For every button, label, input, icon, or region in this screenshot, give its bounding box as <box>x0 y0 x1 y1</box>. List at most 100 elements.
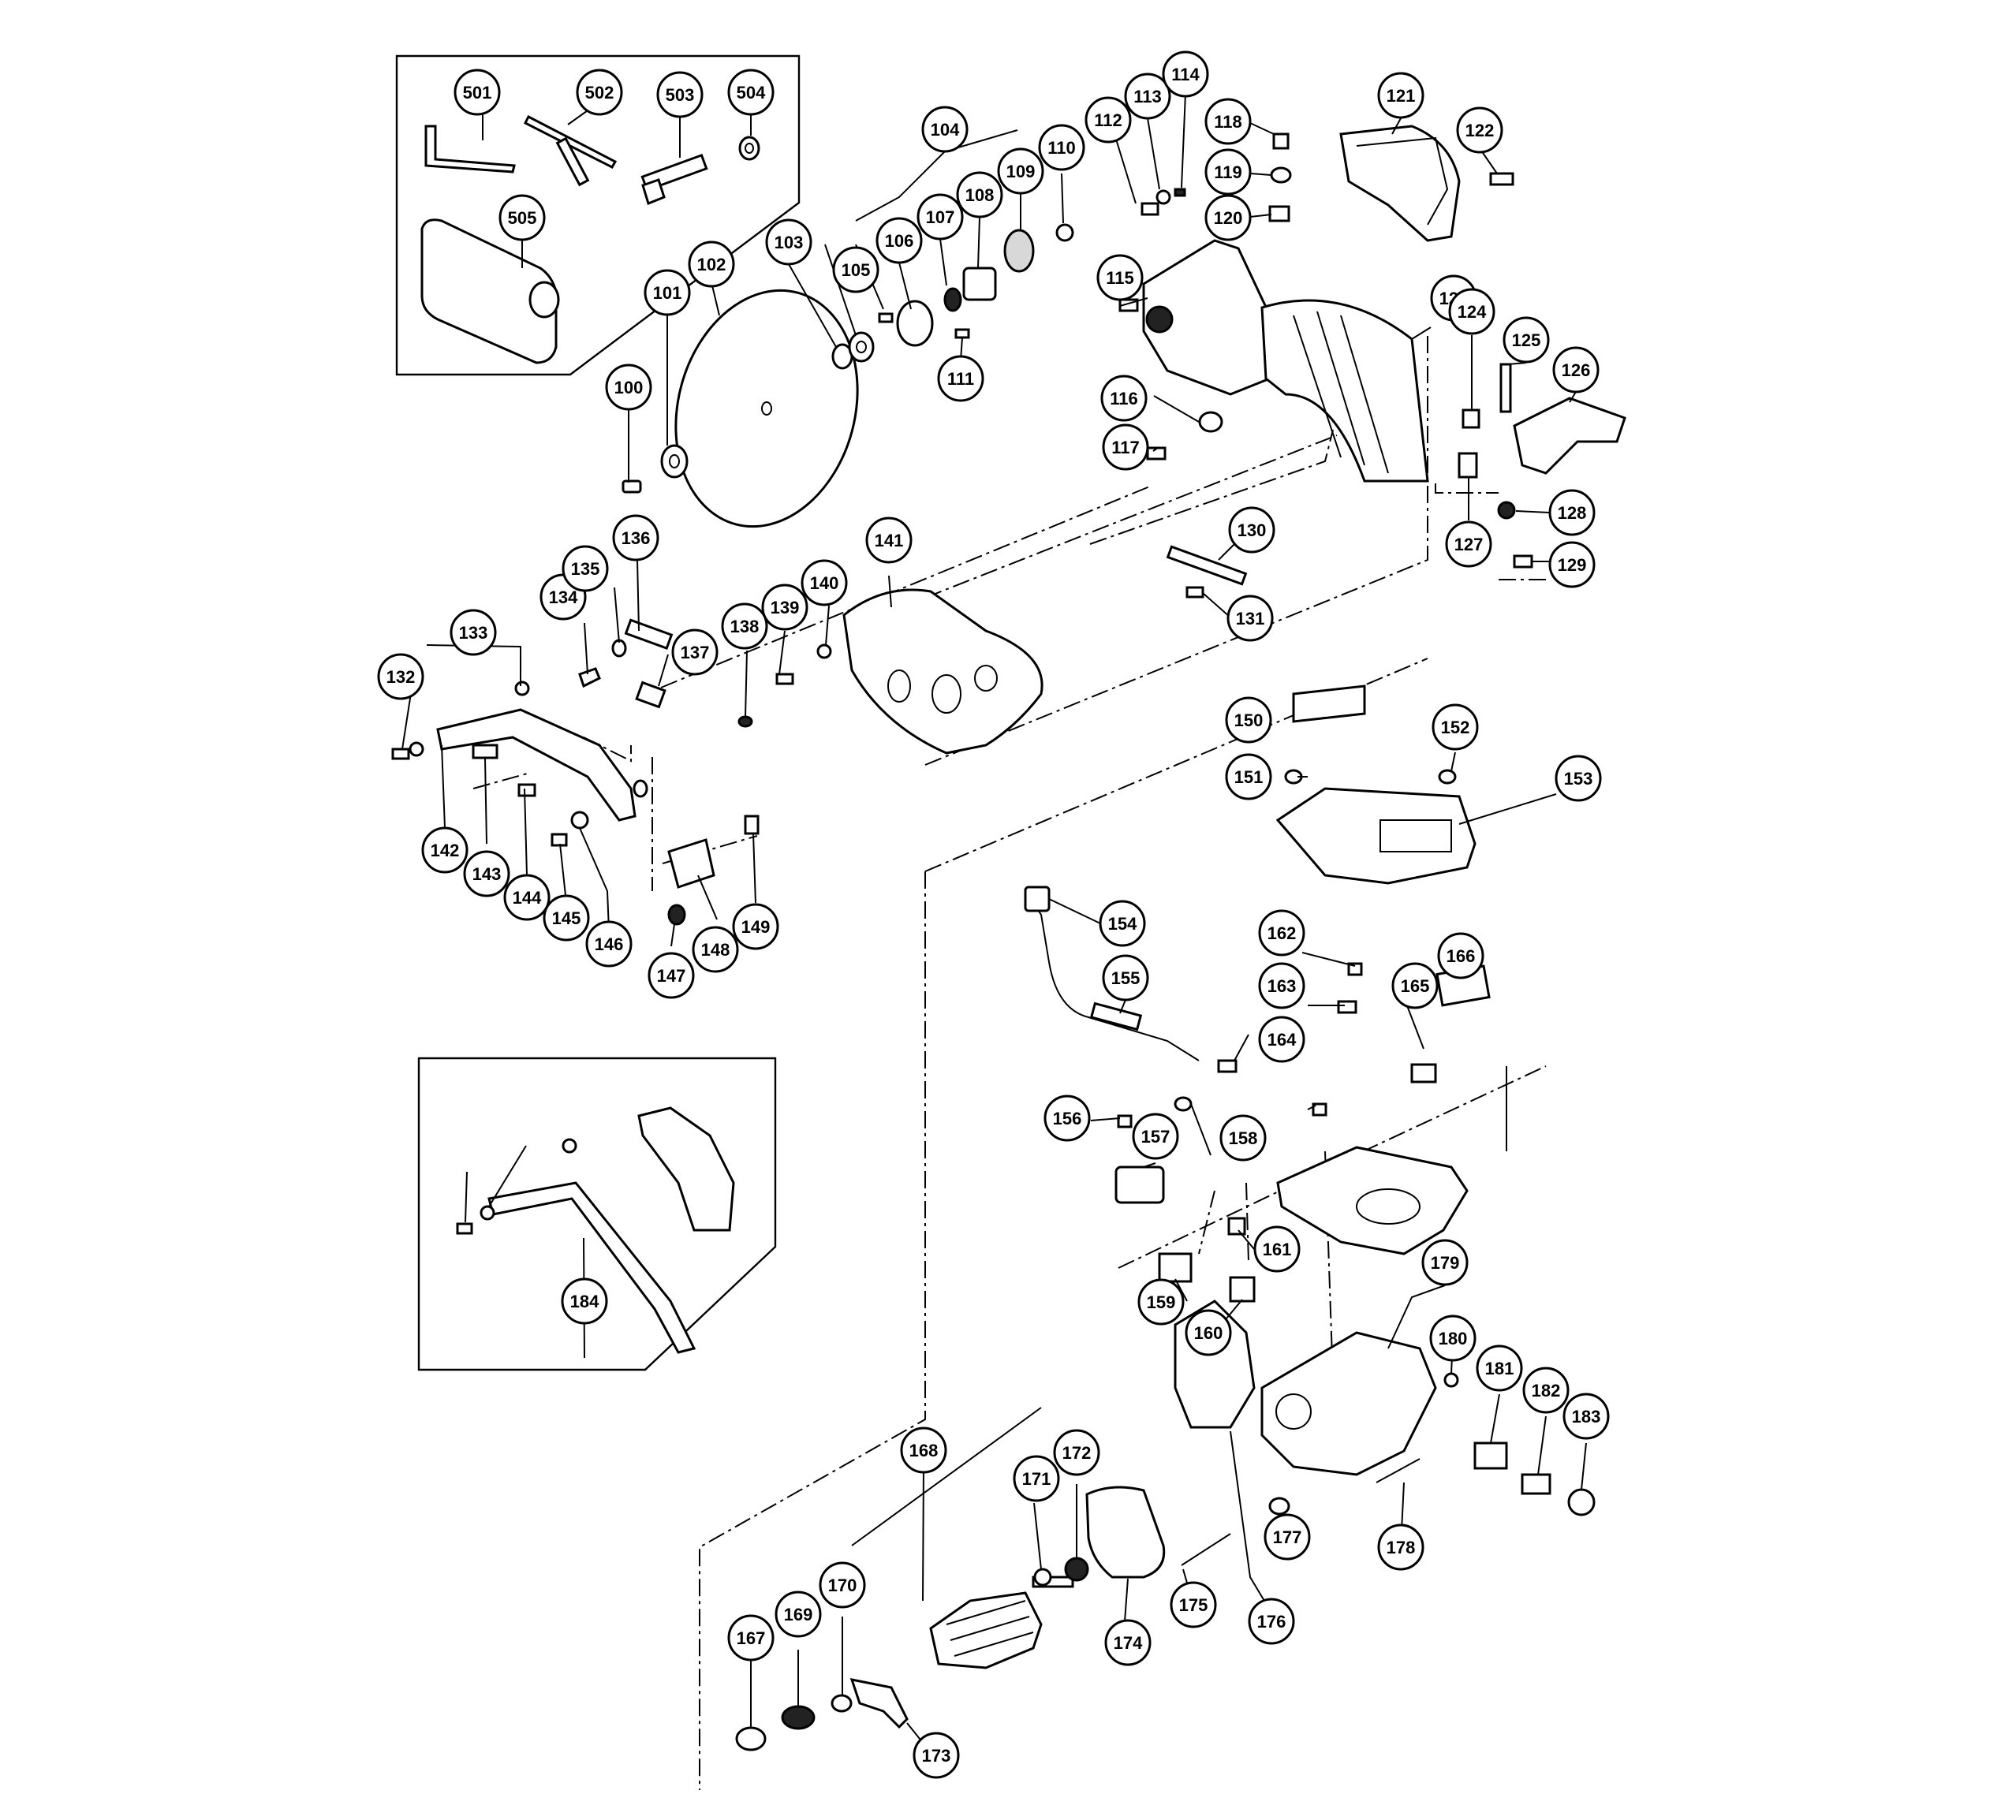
callout-184: 184 <box>561 1277 608 1325</box>
callout-number: 138 <box>730 617 760 636</box>
callout-circle <box>917 193 964 241</box>
alternate-arm-box <box>417 1057 777 1371</box>
callout-circle <box>1204 194 1252 241</box>
callout-number: 502 <box>585 83 614 103</box>
callout-number: 167 <box>737 1628 766 1648</box>
callout-146: 146 <box>585 920 633 968</box>
callout-circle <box>801 559 848 606</box>
armature-168 <box>929 1576 1074 1669</box>
callout-circle <box>377 653 424 700</box>
callout-number: 137 <box>681 643 710 662</box>
callout-175: 175 <box>1170 1581 1217 1628</box>
callout-circle <box>1429 1315 1477 1362</box>
callout-circle <box>1162 50 1209 98</box>
callout-159: 159 <box>1137 1278 1185 1326</box>
hex-key-501 <box>424 125 516 173</box>
callout-circle <box>671 628 719 676</box>
callout-173: 173 <box>913 1732 960 1779</box>
callout-circle <box>1053 1429 1100 1476</box>
callout-160: 160 <box>1185 1309 1232 1356</box>
callout-circle <box>1104 1619 1152 1666</box>
callout-number: 152 <box>1441 718 1470 737</box>
callout-circle <box>732 903 779 950</box>
callout-number: 134 <box>549 587 578 607</box>
callout-circle <box>937 355 984 402</box>
callout-171: 171 <box>1013 1455 1060 1502</box>
callout-number: 503 <box>666 85 695 105</box>
saw-blade-102 <box>674 289 859 528</box>
callout-circle <box>1013 1455 1060 1502</box>
callout-circle <box>1043 1095 1091 1142</box>
callout-number: 132 <box>386 667 416 687</box>
callout-circle <box>450 609 497 656</box>
callout-circle <box>1437 932 1484 979</box>
callout-176: 176 <box>1248 1598 1295 1645</box>
callout-107: 107 <box>917 193 964 241</box>
callout-circle <box>1228 506 1275 554</box>
callout-circle <box>576 69 623 116</box>
callout-circle <box>561 1277 608 1325</box>
callout-circle <box>656 71 704 118</box>
callout-number: 122 <box>1465 121 1495 140</box>
callout-152: 152 <box>1432 703 1479 751</box>
callout-number: 169 <box>784 1605 813 1624</box>
link-arm-142 <box>436 708 637 822</box>
callout-number: 177 <box>1273 1527 1302 1547</box>
callout-number: 165 <box>1401 976 1430 996</box>
callout-number: 154 <box>1108 914 1137 934</box>
callout-circle <box>585 920 633 968</box>
callout-circle <box>1258 962 1305 1009</box>
callout-circle <box>1421 1239 1469 1286</box>
callout-circle <box>1253 1225 1301 1273</box>
callout-157: 157 <box>1132 1113 1179 1160</box>
callout-circle <box>1170 1581 1217 1628</box>
callout-147: 147 <box>648 952 695 999</box>
callout-circle <box>819 1561 866 1609</box>
callout-number: 182 <box>1532 1381 1561 1400</box>
callout-labels: 1001011021031041051061071081091101111121… <box>377 50 1610 1779</box>
callout-circle <box>997 147 1044 195</box>
handle-121 <box>1339 125 1461 242</box>
dust-bag-505 <box>420 218 560 364</box>
callout-154: 154 <box>1099 900 1146 947</box>
flange-100-101 <box>622 444 689 494</box>
callout-number: 107 <box>926 207 955 227</box>
callout-circle <box>1132 1113 1179 1160</box>
plate-130-131 <box>1166 545 1248 599</box>
callout-142: 142 <box>421 826 469 874</box>
callout-149: 149 <box>732 903 779 950</box>
callout-126: 126 <box>1552 346 1600 393</box>
callout-number: 133 <box>459 623 488 643</box>
callout-110: 110 <box>1038 124 1085 171</box>
callout-101: 101 <box>644 269 691 316</box>
callout-number: 155 <box>1111 968 1141 988</box>
callout-502: 502 <box>576 69 623 116</box>
callout-circle <box>543 894 590 942</box>
callout-177: 177 <box>1264 1513 1311 1561</box>
callout-circle <box>1124 73 1171 120</box>
callout-138: 138 <box>721 602 768 650</box>
callout-106: 106 <box>875 217 923 264</box>
callout-number: 166 <box>1447 946 1476 966</box>
callout-number: 126 <box>1562 360 1591 380</box>
callout-103: 103 <box>765 218 812 266</box>
callout-169: 169 <box>775 1591 822 1638</box>
callout-number: 148 <box>701 940 730 960</box>
callout-120: 120 <box>1204 194 1252 241</box>
callout-number: 179 <box>1431 1253 1460 1273</box>
callout-circle <box>875 217 923 264</box>
callout-circle <box>1522 1367 1570 1414</box>
callout-165: 165 <box>1391 962 1439 1009</box>
small-parts-112-114-118-122 <box>1141 132 1514 222</box>
callout-circle <box>648 952 695 999</box>
callout-140: 140 <box>801 559 848 606</box>
callout-133: 133 <box>450 609 497 656</box>
callout-number: 121 <box>1387 86 1416 106</box>
callout-number: 149 <box>741 917 771 937</box>
callout-108: 108 <box>956 171 1003 218</box>
callout-circle <box>1448 288 1495 335</box>
callout-circle <box>1204 98 1252 145</box>
callout-150: 150 <box>1225 696 1272 744</box>
callout-105: 105 <box>832 246 879 293</box>
callout-number: 139 <box>771 598 800 617</box>
